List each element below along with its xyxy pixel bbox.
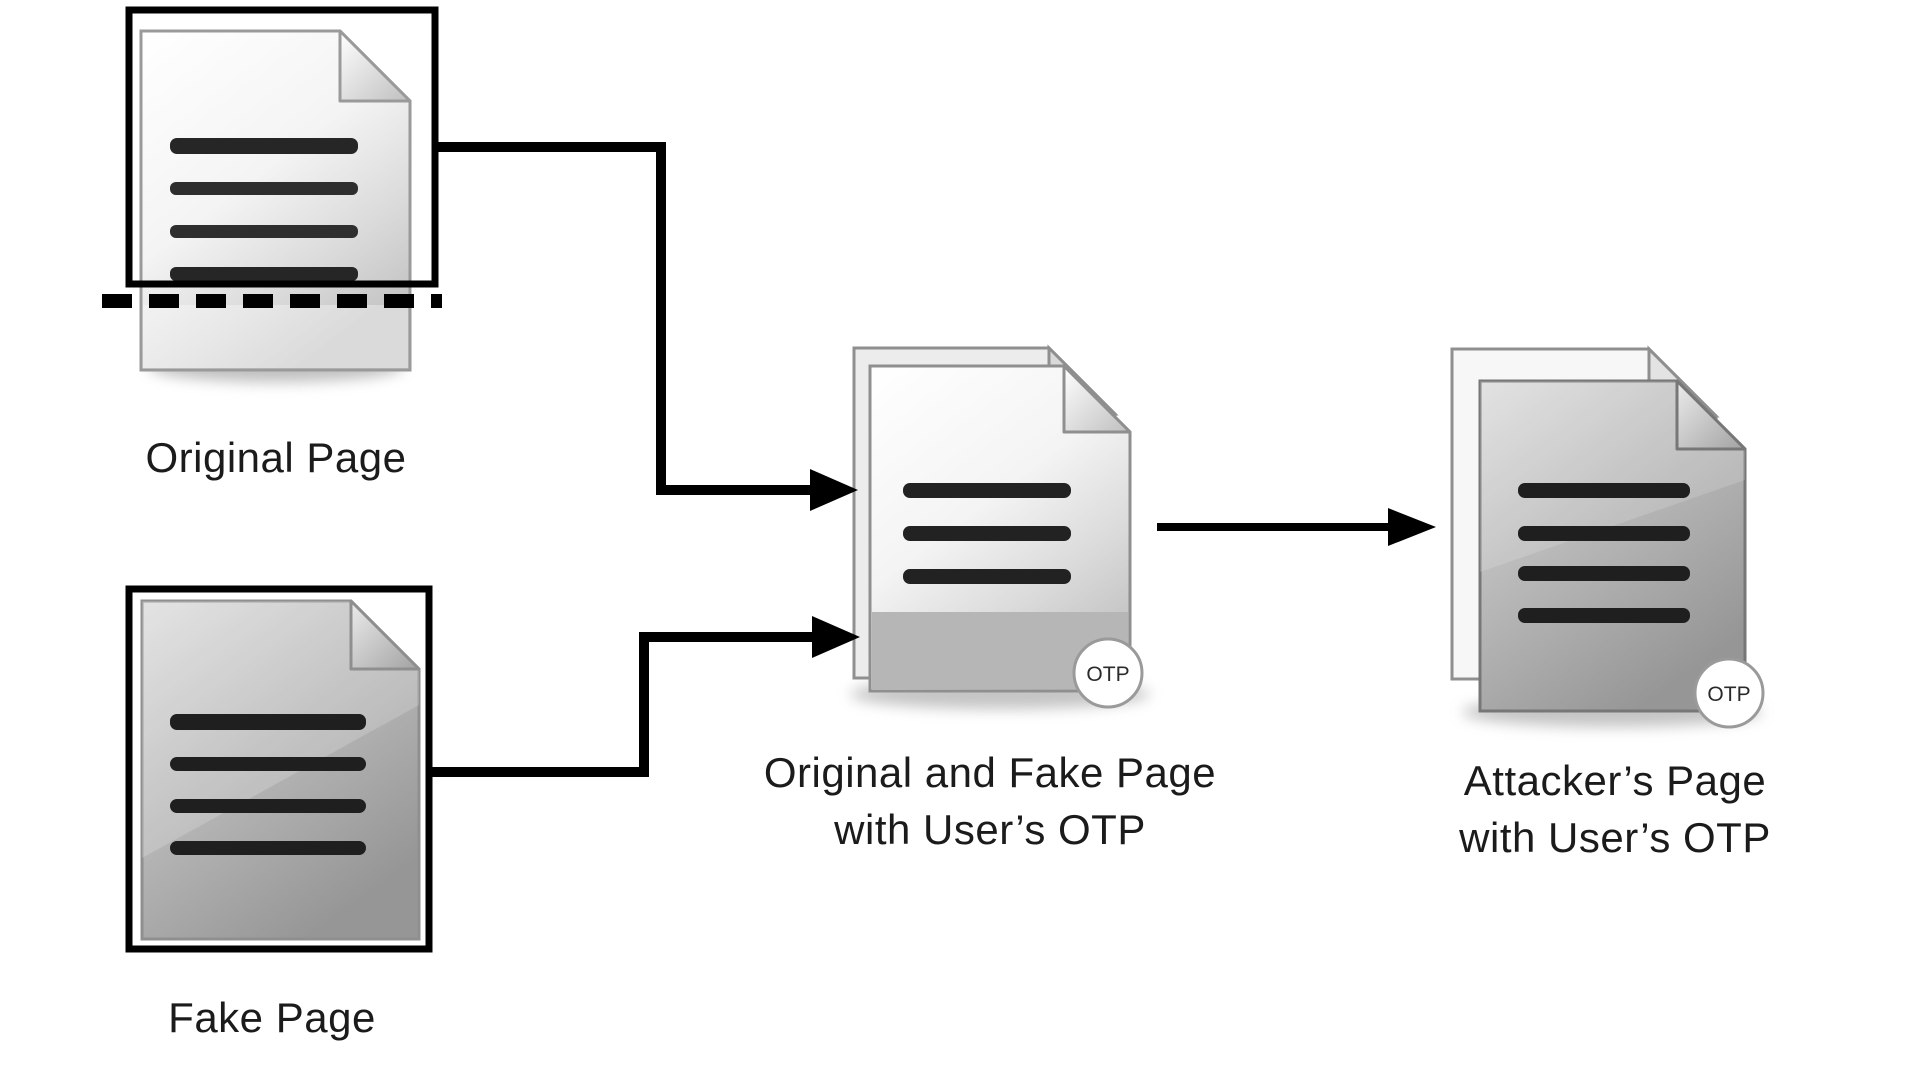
fake-page-label: Fake Page [168,994,376,1041]
attacker-front-fold [1675,379,1747,451]
arrowhead-original-to-combined [810,469,858,511]
arrow-fake-to-combined [431,632,814,777]
otp-badge-attacker: OTP [1693,657,1765,729]
otp-badge-circle [1693,657,1765,729]
original-page-fold [338,29,412,103]
text-line [170,757,366,771]
attacker-page-label: Attacker’s Page with User’s OTP [1395,753,1835,866]
attacker-page-label-line1: Attacker’s Page [1463,757,1767,804]
arrow-original-to-combined [437,142,812,495]
text-line [1518,566,1690,581]
arrows [431,142,1436,777]
original-page-icon [102,6,442,382]
fake-page-frame [125,585,433,953]
text-line [170,138,358,154]
combined-fake-bottom-half [872,612,1128,689]
otp-badge-combined: OTP [1072,637,1144,709]
combined-page-label-line1: Original and Fake Page [763,749,1217,796]
fake-page-fold [349,599,421,671]
combined-page-icon: OTP [850,344,1150,709]
text-line [170,225,358,238]
combined-page-label-line2: with User’s OTP [834,805,1146,853]
otp-badge-text: OTP [1707,683,1750,706]
original-page-faded-bottom [143,305,408,368]
arrowhead-fake-to-combined [812,616,860,658]
arrowhead-combined-to-attacker [1388,508,1436,546]
attacker-page-icon: OTP [1450,345,1765,729]
text-line [1518,608,1690,623]
text-line [903,569,1071,584]
combined-front-fold [1062,364,1132,434]
otp-badge-text: OTP [1086,663,1129,686]
combined-page-label: Original and Fake Page with User’s OTP [730,745,1250,858]
text-line [170,182,358,195]
otp-badge-circle [1072,637,1144,709]
text-line [170,799,366,813]
text-line [903,483,1071,498]
text-line [1518,483,1690,498]
original-page-label: Original Page [145,434,407,481]
text-line [1518,526,1690,541]
original-page-frame [125,6,439,288]
text-line [170,267,358,281]
fake-page-icon [125,585,433,953]
attacker-page-label-line2: with User’s OTP [1459,813,1771,861]
text-line [170,714,366,730]
text-line [170,841,366,855]
attacker-front-sheet [1478,379,1747,713]
text-line [903,526,1071,541]
